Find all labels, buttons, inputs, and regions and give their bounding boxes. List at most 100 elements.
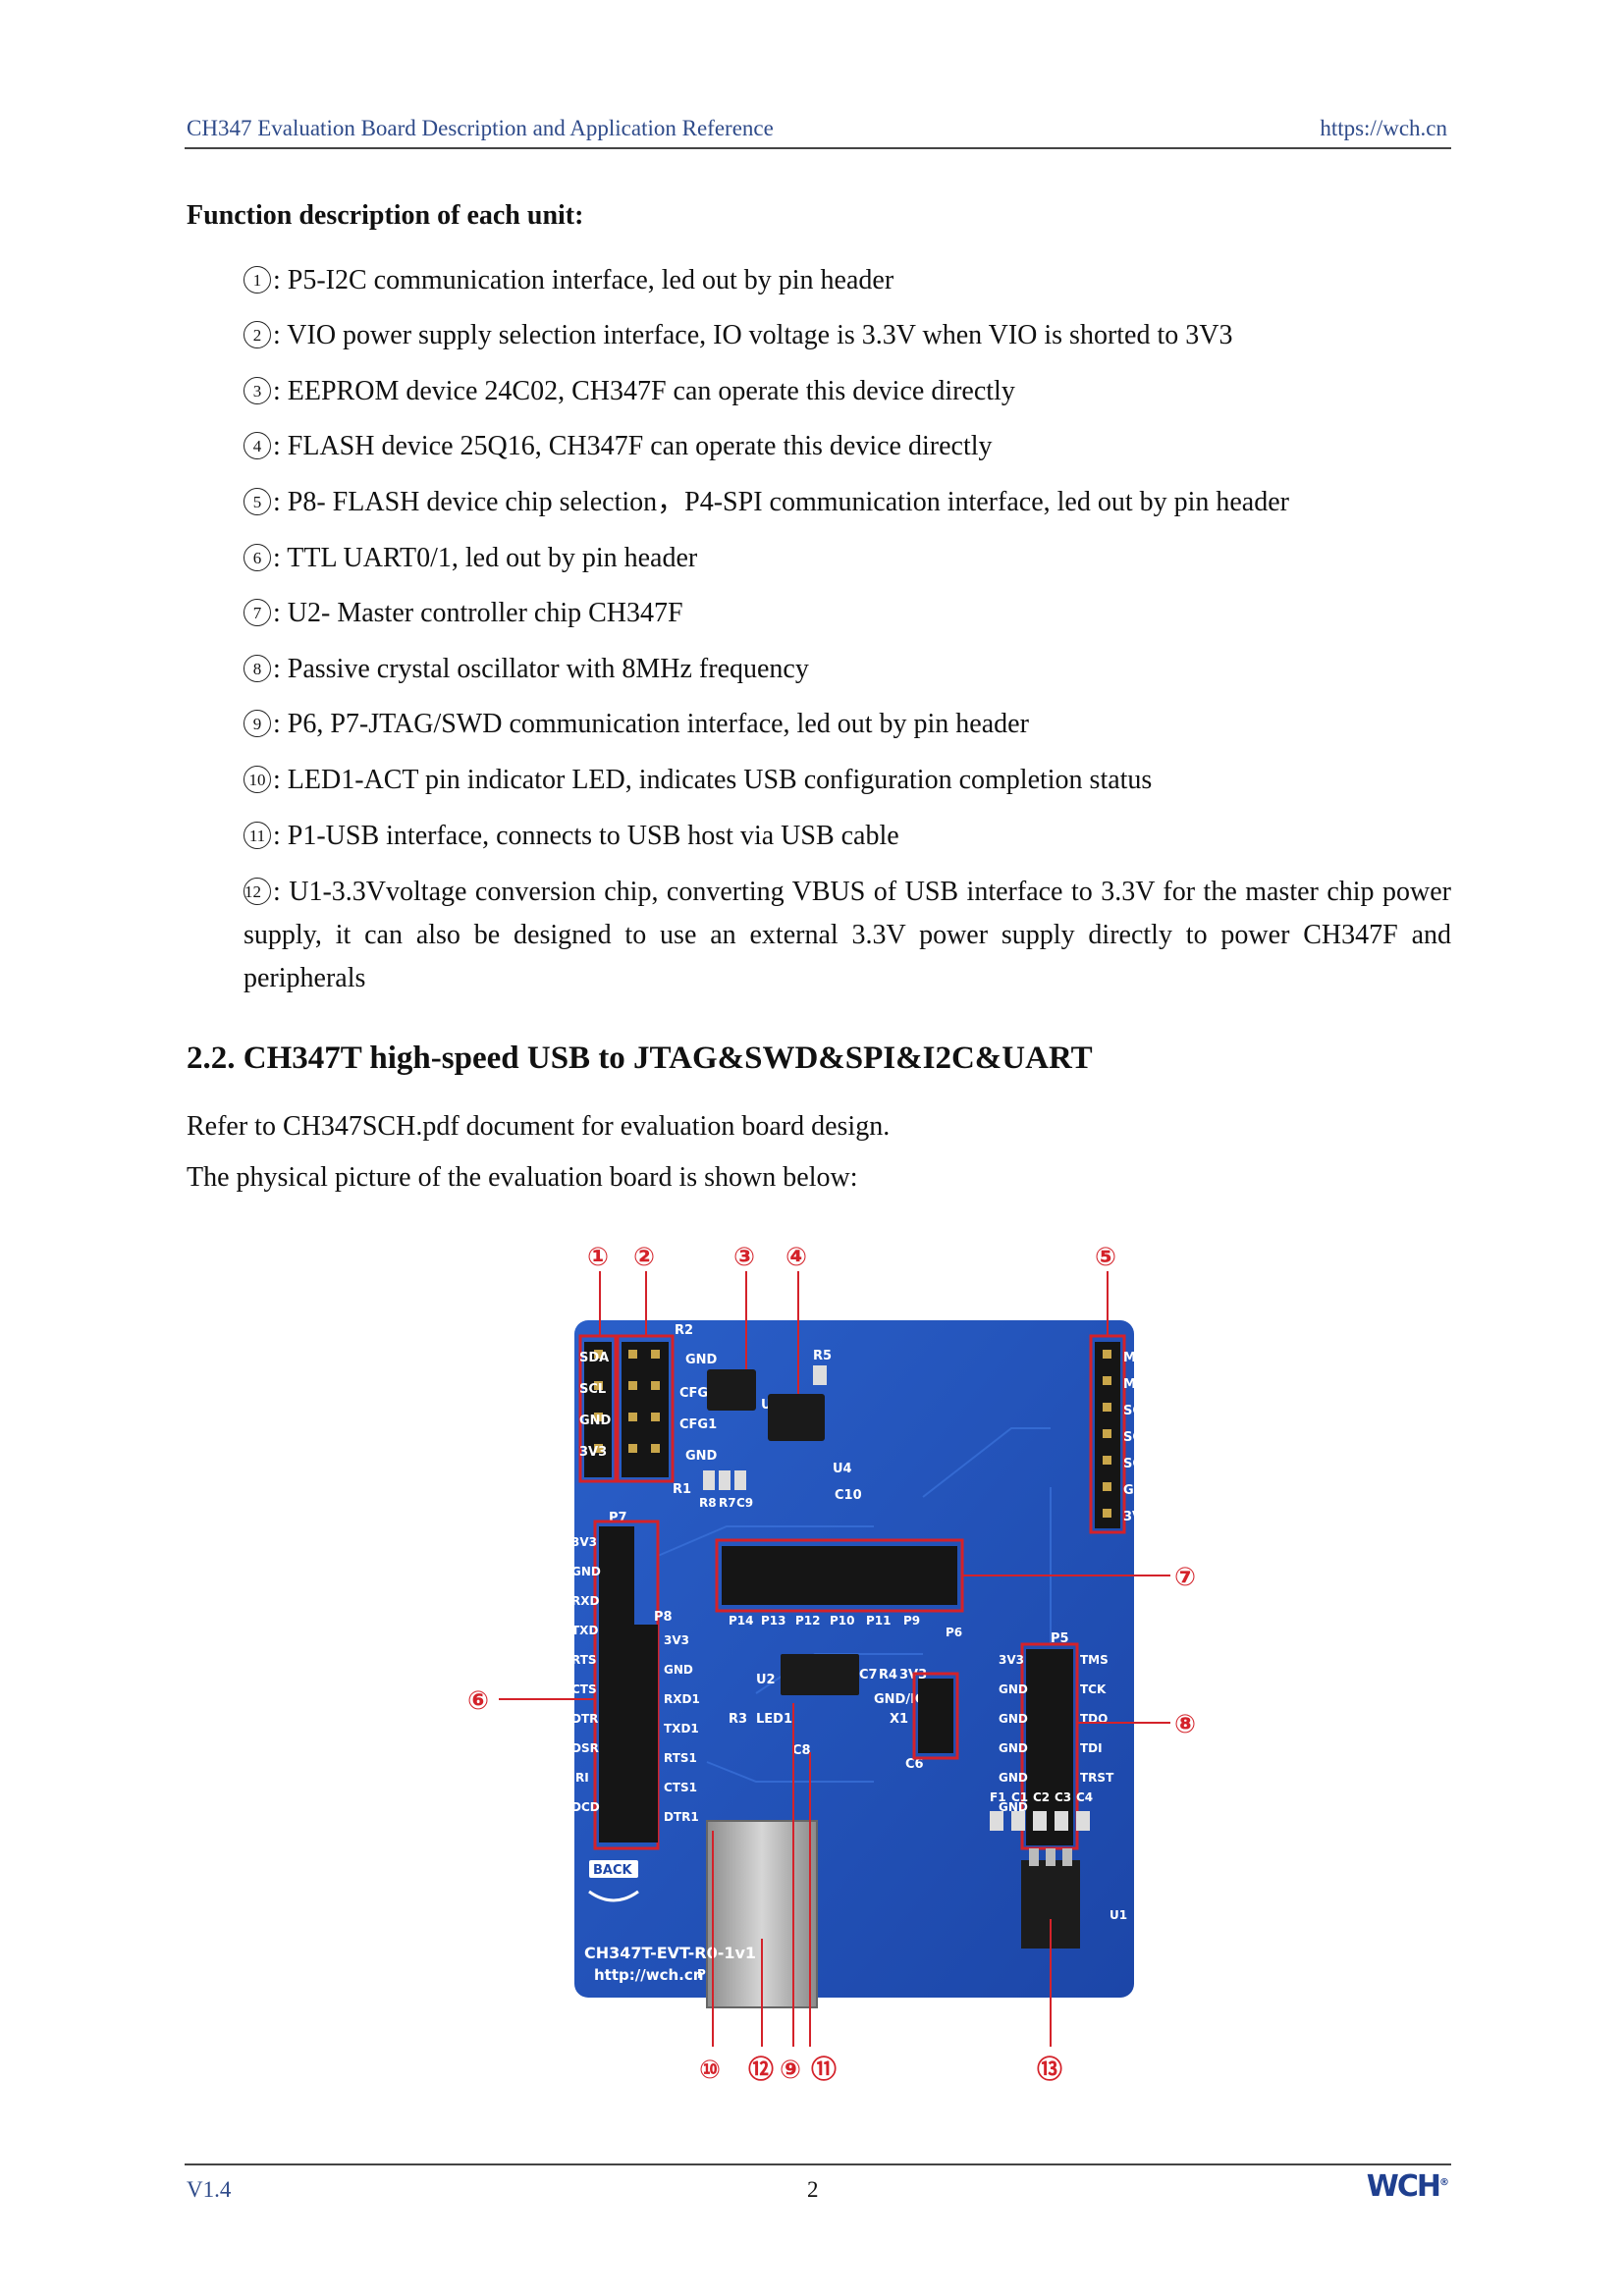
svg-text:TXD1: TXD1 — [664, 1722, 699, 1735]
item-number: 8 — [244, 655, 271, 682]
svg-text:RXD1: RXD1 — [664, 1692, 700, 1706]
svg-text:P: P — [697, 1967, 706, 1981]
svg-text:MISO: MISO — [1123, 1377, 1161, 1392]
svg-text:P7: P7 — [609, 1511, 627, 1525]
svg-text:GND: GND — [1123, 1483, 1156, 1498]
svg-text:GND: GND — [685, 1449, 718, 1464]
svg-text:LED1: LED1 — [756, 1712, 792, 1727]
svg-text:R3: R3 — [729, 1712, 747, 1727]
wch-logo: WCH® — [1366, 2169, 1449, 2204]
svg-text:⑬: ⑬ — [1037, 2055, 1062, 2085]
footer-divider — [185, 2163, 1451, 2165]
list-item: 7: U2- Master controller chip CH347F — [244, 592, 1451, 635]
item-text: : U1-3.3Vvoltage conversion chip, conver… — [244, 877, 1451, 993]
page-number: 2 — [807, 2177, 819, 2202]
svg-text:C3: C3 — [1055, 1790, 1071, 1804]
item-text: : FLASH device 25Q16, CH347F can operate… — [273, 431, 993, 461]
item-number: 10 — [244, 766, 271, 793]
svg-text:CTS: CTS — [571, 1682, 597, 1696]
header-title: CH347 Evaluation Board Description and A… — [187, 116, 774, 140]
list-item: 10: LED1-ACT pin indicator LED, indicate… — [244, 759, 1451, 802]
svg-text:C9: C9 — [736, 1496, 753, 1510]
svg-text:U1: U1 — [1110, 1908, 1127, 1922]
svg-text:P13: P13 — [761, 1614, 786, 1628]
svg-text:P6: P6 — [946, 1626, 962, 1639]
svg-text:GND: GND — [579, 1414, 612, 1428]
svg-text:DTR: DTR — [571, 1712, 598, 1726]
svg-text:http://wch.cn: http://wch.cn — [594, 1966, 703, 1984]
list-item: 6: TTL UART0/1, led out by pin header — [244, 537, 1451, 580]
list-item: 5: P8- FLASH device chip selection，P4-SP… — [244, 481, 1451, 524]
svg-text:TXD: TXD — [571, 1624, 598, 1637]
svg-text:GND: GND — [664, 1663, 693, 1677]
svg-text:TCK: TCK — [1080, 1682, 1107, 1696]
svg-text:BACK: BACK — [593, 1863, 633, 1878]
svg-text:R5: R5 — [813, 1349, 832, 1363]
svg-text:SCL: SCL — [579, 1382, 606, 1397]
svg-text:⑦: ⑦ — [1174, 1563, 1196, 1592]
svg-text:P8: P8 — [654, 1610, 673, 1625]
svg-text:⑤: ⑤ — [1095, 1243, 1116, 1272]
svg-text:⑪: ⑪ — [811, 2055, 837, 2085]
svg-text:RXD: RXD — [571, 1594, 599, 1608]
svg-text:P14: P14 — [729, 1614, 754, 1628]
svg-text:3V3: 3V3 — [571, 1535, 597, 1549]
item-text: : P1-USB interface, connects to USB host… — [273, 821, 899, 851]
svg-text:MOSI: MOSI — [1123, 1351, 1161, 1365]
svg-text:⑥: ⑥ — [467, 1686, 489, 1716]
svg-text:⑫: ⑫ — [748, 2055, 774, 2085]
list-item: 9: P6, P7-JTAG/SWD communication interfa… — [244, 703, 1451, 746]
item-text: : P6, P7-JTAG/SWD communication interfac… — [273, 709, 1029, 739]
svg-text:GND: GND — [685, 1353, 718, 1367]
header-url[interactable]: https://wch.cn — [1320, 116, 1447, 140]
item-text: : LED1-ACT pin indicator LED, indicates … — [273, 765, 1153, 795]
svg-text:CTS1: CTS1 — [664, 1781, 697, 1794]
item-number: 4 — [244, 432, 271, 459]
svg-text:3V3: 3V3 — [999, 1653, 1024, 1667]
item-number: 2 — [244, 321, 271, 348]
item-number: 6 — [244, 544, 271, 571]
item-text: : TTL UART0/1, led out by pin header — [273, 543, 698, 573]
paragraph: The physical picture of the evaluation b… — [187, 1162, 858, 1193]
item-number: 3 — [244, 377, 271, 404]
item-number: 5 — [244, 488, 271, 515]
item-number: 9 — [244, 710, 271, 737]
svg-text:R4: R4 — [879, 1668, 897, 1682]
svg-text:U2: U2 — [756, 1673, 776, 1687]
item-number: 1 — [244, 266, 271, 294]
svg-text:⑨: ⑨ — [780, 2056, 801, 2085]
svg-text:③: ③ — [733, 1243, 755, 1272]
svg-text:DTR1: DTR1 — [664, 1810, 699, 1824]
list-item: 12: U1-3.3Vvoltage conversion chip, conv… — [244, 871, 1451, 1000]
svg-text:R2: R2 — [675, 1323, 693, 1338]
svg-text:CH347T-EVT-R0-1v1: CH347T-EVT-R0-1v1 — [584, 1944, 756, 1962]
svg-text:C2: C2 — [1033, 1790, 1050, 1804]
svg-text:RI: RI — [575, 1771, 589, 1785]
svg-text:P12: P12 — [795, 1614, 821, 1628]
item-text: : U2- Master controller chip CH347F — [273, 598, 683, 628]
svg-text:3V3: 3V3 — [579, 1445, 607, 1460]
header-divider — [185, 147, 1451, 149]
svg-text:P10: P10 — [830, 1614, 855, 1628]
svg-text:RTS1: RTS1 — [664, 1751, 697, 1765]
item-number: 11 — [244, 822, 271, 849]
svg-text:3V3: 3V3 — [664, 1633, 689, 1647]
svg-text:X1: X1 — [890, 1712, 908, 1727]
list-item: 8: Passive crystal oscillator with 8MHz … — [244, 648, 1451, 691]
item-text: : Passive crystal oscillator with 8MHz f… — [273, 654, 809, 684]
svg-text:①: ① — [587, 1243, 609, 1272]
svg-text:④: ④ — [785, 1243, 807, 1272]
item-text: : P5-I2C communication interface, led ou… — [273, 265, 894, 295]
item-text: : P8- FLASH device chip selection，P4-SPI… — [273, 487, 1289, 517]
footer-version: V1.4 — [187, 2177, 232, 2202]
list-item: 3: EEPROM device 24C02, CH347F can opera… — [244, 370, 1451, 413]
svg-text:SCK: SCK — [1123, 1404, 1153, 1418]
svg-text:C7: C7 — [859, 1668, 878, 1682]
svg-text:TRST: TRST — [1080, 1771, 1114, 1785]
list-item: 2: VIO power supply selection interface,… — [244, 314, 1451, 357]
svg-text:DCD: DCD — [571, 1800, 600, 1814]
svg-text:C10: C10 — [835, 1488, 862, 1503]
svg-text:②: ② — [633, 1243, 655, 1272]
item-number: 12 — [244, 878, 271, 905]
item-number: 7 — [244, 599, 271, 626]
